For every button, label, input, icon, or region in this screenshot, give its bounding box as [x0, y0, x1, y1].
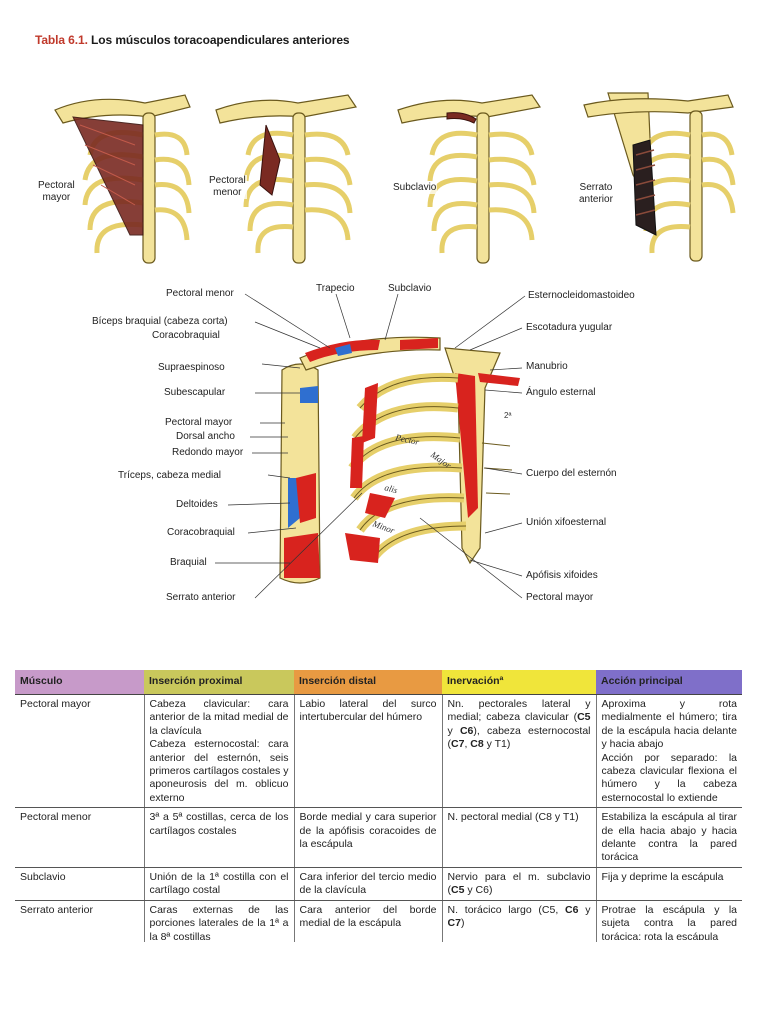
in-figure-label: Minor: [370, 518, 396, 536]
in-figure-label: alis: [383, 482, 399, 495]
table-title-text: Los músculos toracoapendiculares anterio…: [91, 33, 350, 47]
label-angulo-esternal: Ángulo esternal: [526, 387, 596, 398]
label-subclavio: Subclavio: [388, 283, 432, 294]
label-braquial: Braquial: [170, 557, 207, 568]
thorax-illustration: [215, 94, 358, 264]
cell-nerve: Nn. pectorales lateral y medial; cabeza …: [441, 694, 596, 809]
thorax-illustration: [54, 94, 192, 264]
label-apofisis-xifoides: Apófisis xifoides: [526, 570, 598, 581]
cell-distal: Borde medial y cara superior de la apófi…: [293, 807, 442, 868]
header-inervacion: Inervaciónª: [442, 670, 596, 695]
label-escotadura-yugular: Escotadura yugular: [526, 322, 613, 333]
cell-muscle: Subclavio: [15, 867, 144, 901]
cell-muscle: Serrato anterior: [20, 903, 93, 916]
cell-proximal: Caras externas de las porciones laterale…: [143, 900, 294, 942]
thorax-illustration: [583, 92, 736, 262]
label-manubrio: Manubrio: [526, 361, 568, 372]
cell-nerve: N. pectoral medial (C8 y T1): [441, 807, 596, 868]
label-pectoral-mayor-right: Pectoral mayor: [526, 592, 594, 603]
cell-muscle: Pectoral mayor: [15, 694, 144, 809]
table-header-row: Músculo Inserción proximal Inserción dis…: [15, 670, 742, 695]
label-coracobraquial-bottom: Coracobraquial: [167, 527, 235, 538]
table-number: Tabla 6.1.: [35, 33, 88, 47]
cell-proximal: Unión de la 1ª costilla con el cartílago…: [143, 867, 294, 901]
muscles-table: Músculo Inserción proximal Inserción dis…: [15, 670, 742, 942]
header-insercion-proximal: Inserción proximal: [144, 670, 294, 695]
label-triceps: Tríceps, cabeza medial: [118, 470, 222, 481]
label-supraespinoso: Supraespinoso: [158, 362, 225, 373]
table-row: Serrato anterior Caras externas de las p…: [15, 900, 742, 942]
header-musculo: Músculo: [15, 670, 144, 695]
cell-muscle: Pectoral menor: [15, 807, 144, 868]
cell-action: Aproxima y rota medialmente el húmero; t…: [595, 694, 742, 809]
table-row: Pectoral menor 3ª a 5ª costillas, cerca …: [15, 807, 742, 868]
label-union-xifoesternal: Unión xifoesternal: [526, 517, 607, 528]
label-dorsal-ancho: Dorsal ancho: [176, 431, 235, 442]
label-redondo-mayor: Redondo mayor: [172, 447, 244, 458]
main-figure-shoulder-thorax: Pector Major alis Minor 2ª Pectoral meno…: [0, 278, 768, 608]
label-serrato-anterior: Serrato anterior: [166, 592, 236, 603]
table-title: Tabla 6.1. Los músculos toracoapendicula…: [35, 33, 350, 47]
label-pectoral-mayor-left: Pectoral mayor: [165, 417, 233, 428]
thorax-illustration: [397, 94, 542, 264]
header-accion-principal: Acción principal: [596, 670, 742, 695]
label-cuerpo-esternon: Cuerpo del esternón: [526, 468, 617, 479]
cell-action: Protrae la escápula y la sujeta contra l…: [595, 900, 742, 942]
cell-proximal: Cabeza clavicular: cara anterior de la m…: [143, 694, 294, 809]
label-biceps-braquial: Bíceps braquial (cabeza corta): [92, 316, 228, 327]
label-esternocleidomastoideo: Esternocleidomastoideo: [528, 290, 635, 301]
cell-nerve: N. torácico largo (C5, C6 y C7): [441, 900, 596, 942]
header-insercion-distal: Inserción distal: [294, 670, 442, 695]
cell-action: Fija y deprime la escápula: [595, 867, 742, 901]
figure-label-subclavio: Subclavio: [392, 182, 438, 194]
label-pectoral-menor: Pectoral menor: [166, 288, 234, 299]
cell-action: Estabiliza la escápula al tirar de ella …: [595, 807, 742, 868]
cell-distal: Cara anterior del borde medial de la esc…: [293, 900, 442, 942]
cell-distal: Cara inferior del tercio medio de la cla…: [293, 867, 442, 901]
shoulder-thorax-illustration: Pector Major alis Minor 2ª: [215, 293, 526, 599]
figure-subclavio: Subclavio: [392, 85, 552, 275]
label-deltoides: Deltoides: [176, 499, 218, 510]
cell-proximal: 3ª a 5ª costillas, cerca de los cartílag…: [143, 807, 294, 868]
in-figure-label: 2ª: [504, 411, 511, 420]
cell-nerve: Nervio para el m. subclavio (C5 y C6): [441, 867, 596, 901]
label-subescapular: Subescapular: [164, 387, 226, 398]
table-row: Pectoral mayor Cabeza clavicular: cara a…: [15, 694, 742, 809]
label-trapecio: Trapecio: [316, 283, 355, 294]
cell-distal: Labio lateral del surco intertubercular …: [293, 694, 442, 809]
label-coracobraquial-top: Coracobraquial: [152, 330, 220, 341]
table-row: Subclavio Unión de la 1ª costilla con el…: [15, 867, 742, 901]
